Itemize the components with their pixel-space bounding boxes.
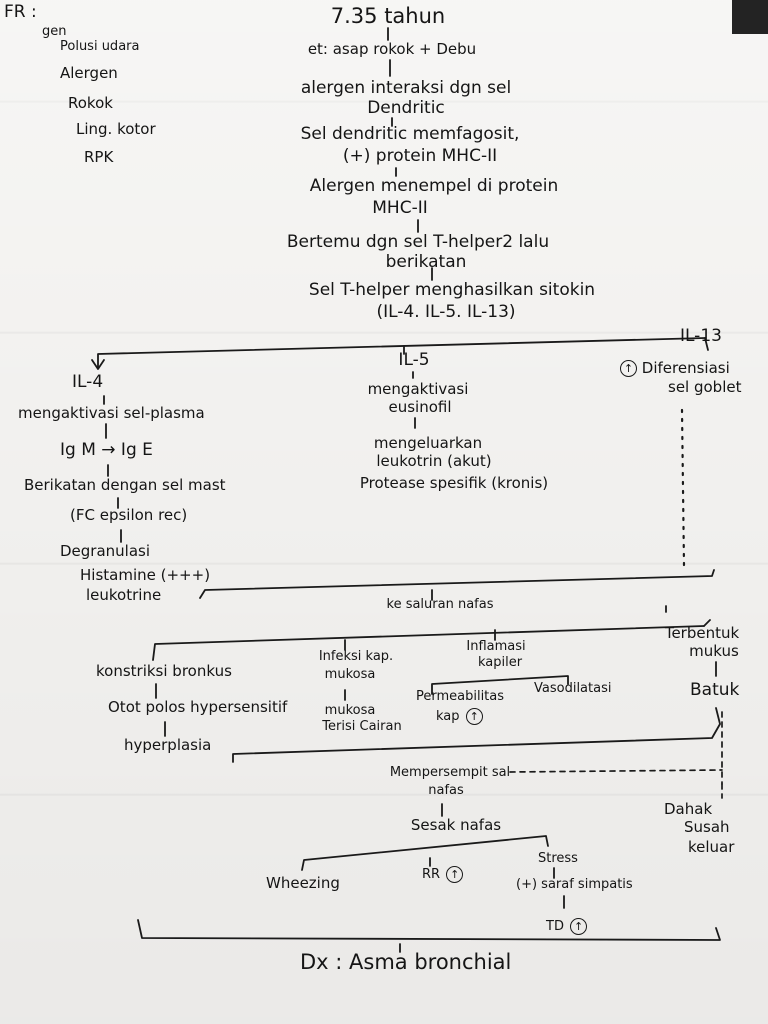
saluran-text: ke saluran nafas <box>386 597 494 612</box>
il4-line7: leukotrine <box>86 586 162 604</box>
inflamasi-text-1: Inflamasi <box>466 639 526 654</box>
mempersempit-text-1: Mempersempit sal <box>389 765 511 780</box>
up-arrow-icon: ↑ <box>570 918 588 935</box>
il5-line4: leukotrin (akut) <box>376 452 492 470</box>
td-text: TD <box>546 919 564 934</box>
infeksi-text-1: Infeksi kap. <box>318 649 394 664</box>
wheezing-text: Wheezing <box>266 874 340 892</box>
otot-text: Otot polos hypersensitif <box>108 698 288 716</box>
il5-title: IL-5 <box>398 350 430 370</box>
il4-line2: Ig M → Ig E <box>60 440 153 460</box>
fr-item-rokok: Rokok <box>68 94 113 112</box>
diagnosis-text: Dx : Asma bronchial <box>300 950 512 974</box>
saraf-text: (+) saraf simpatis <box>516 877 633 892</box>
fr-title: FR : <box>4 2 37 22</box>
up-arrow-icon: ↑ <box>465 708 483 725</box>
rr-line: RR ↑ <box>422 866 464 883</box>
il4-line4: (FC epsilon rec) <box>70 506 188 524</box>
step-menempel-2: MHC-II <box>372 198 428 218</box>
il13-title: IL-13 <box>680 326 722 346</box>
step-sitokin-1: Sel T-helper menghasilkan sitokin <box>308 280 596 300</box>
konstriksi-text: konstriksi bronkus <box>96 662 232 680</box>
il4-line1: mengaktivasi sel-plasma <box>18 404 205 422</box>
fr-item-polusi: Polusi udara <box>60 39 140 54</box>
dark-corner <box>732 0 768 34</box>
sesak-text: Sesak nafas <box>410 816 502 834</box>
step-sitokin-2: (IL-4. IL-5. IL-13) <box>376 302 516 322</box>
terbentuk-text-1: Terbentuk <box>664 624 740 642</box>
fr-item-alergen: Alergen <box>60 64 118 82</box>
step-alergen-1: alergen interaksi dgn sel <box>300 78 512 98</box>
rr-text: RR <box>422 867 441 882</box>
terbentuk-text-2: mukus <box>689 642 739 660</box>
hyperplasia-text: hyperplasia <box>124 736 212 754</box>
vasodilatasi-text: Vasodilatasi <box>534 681 612 696</box>
up-arrow-icon: ↑ <box>620 360 637 377</box>
step-dendritic-2: (+) protein MHC-II <box>342 146 498 166</box>
step-bertemu-2: berikatan <box>385 252 467 272</box>
il4-plus: (+++) <box>160 566 211 584</box>
il4-line3: Berikatan dengan sel mast <box>24 476 226 494</box>
age-text: 7.35 tahun <box>330 4 446 28</box>
batuk-text: Batuk <box>690 680 740 700</box>
step-menempel-1: Alergen menempel di protein <box>309 176 559 196</box>
example-text: et: asap rokok + Debu <box>307 40 477 58</box>
fr-item-rpk: RPK <box>84 148 114 166</box>
fr-item-gen: gen <box>42 24 67 39</box>
dahak-text-1: Dahak <box>664 800 713 818</box>
permeabilitas-line-2: kap ↑ <box>436 708 483 725</box>
up-arrow-icon: ↑ <box>446 866 464 883</box>
il4-title: IL-4 <box>72 372 104 392</box>
step-dendritic-1: Sel dendritic memfagosit, <box>300 124 520 144</box>
fr-item-ling: Ling. kotor <box>76 120 156 138</box>
permeabilitas-text-1: Permeabilitas <box>415 689 505 704</box>
dahak-text-2: Susah <box>684 818 730 836</box>
il5-line1: mengaktivasi <box>367 380 469 398</box>
stress-text: Stress <box>538 851 578 866</box>
il4-line5: Degranulasi <box>60 542 151 560</box>
il13-line1: ↑ Diferensiasi <box>618 360 730 377</box>
il4-histamine: Histamine <box>80 566 156 584</box>
il5-line5: Protease spesifik (kronis) <box>359 474 549 492</box>
mempersempit-text-2: nafas <box>428 783 464 798</box>
il5-line3: mengeluarkan <box>373 434 483 452</box>
mukosa-text-1: mukosa <box>324 703 376 718</box>
il13-diferensiasi: Diferensiasi <box>641 359 730 377</box>
mukosa-text-2: Terisi Cairan <box>322 719 402 734</box>
dahak-text-3: keluar <box>688 838 735 856</box>
infeksi-text-2: mukosa <box>324 667 376 682</box>
step-alergen-2: Dendritic <box>367 98 445 118</box>
permeabilitas-kap: kap <box>436 709 460 724</box>
inflamasi-text-2: kapiler <box>477 655 523 670</box>
step-bertemu-1: Bertemu dgn sel T-helper2 lalu <box>286 232 550 252</box>
il4-line6: Histamine (+++) <box>80 568 210 583</box>
td-line: TD ↑ <box>546 918 588 935</box>
il5-line2: eusinofil <box>388 398 452 416</box>
il13-line2: sel goblet <box>668 378 742 396</box>
